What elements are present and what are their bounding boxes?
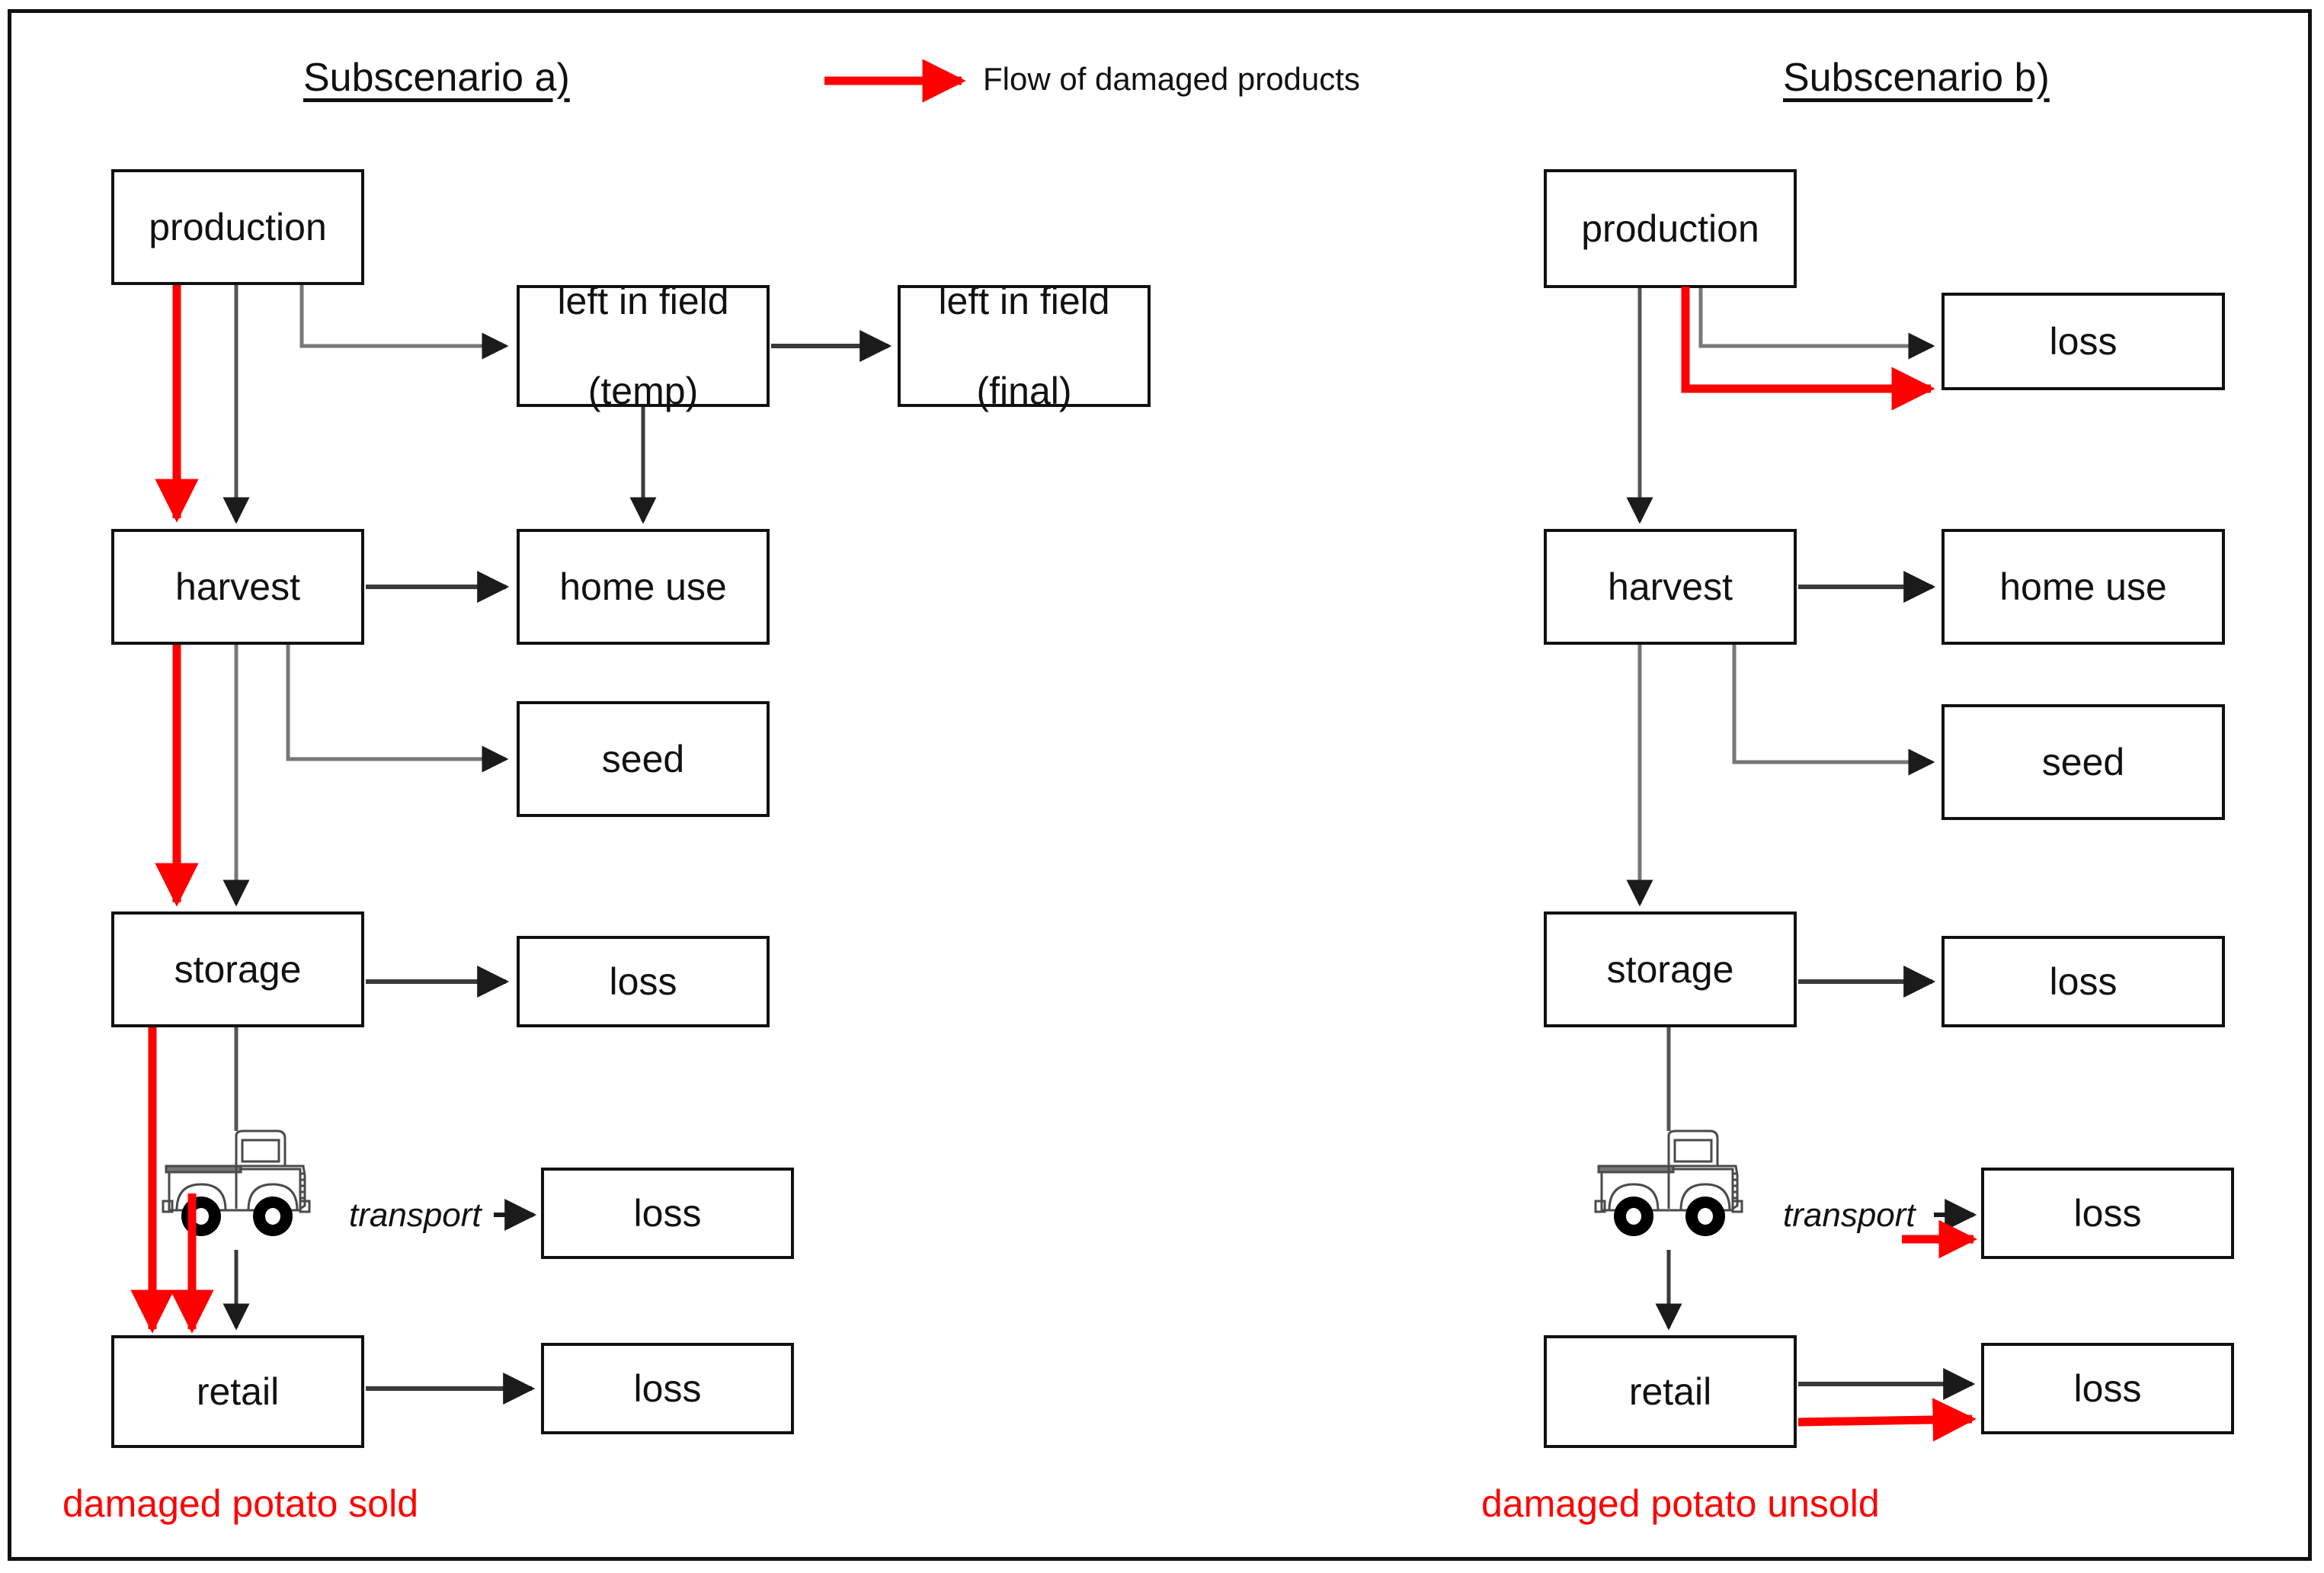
node-label: loss (2073, 1366, 2142, 1410)
node-label: storage (1606, 947, 1734, 991)
node-label: production (1581, 207, 1759, 250)
node-a-home-use[interactable]: home use (517, 529, 770, 645)
legend-label: Flow of damaged products (983, 61, 1360, 97)
node-label: retail (1628, 1370, 1712, 1413)
node-label: retail (196, 1370, 280, 1413)
node-a-left-in-field-temp[interactable]: left in field (temp) (517, 280, 770, 412)
node-b-retail[interactable]: retail (1544, 1335, 1797, 1448)
node-a-retail-loss[interactable]: loss (541, 1343, 794, 1434)
node-label: harvest (1608, 565, 1733, 608)
node-b-production[interactable]: production (1544, 169, 1797, 288)
node-a-retail[interactable]: retail (111, 1335, 364, 1448)
node-label-line1: left in field (557, 279, 729, 322)
node-label: loss (633, 1366, 702, 1410)
node-label: loss (609, 959, 677, 1003)
node-label-line1: left in field (938, 279, 1110, 322)
node-label: loss (2049, 959, 2118, 1003)
node-b-transport-loss[interactable]: loss (1981, 1168, 2234, 1259)
subscenario-b-title: Subscenario b) (1783, 56, 2050, 100)
node-label: loss (2073, 1191, 2142, 1235)
node-a-left-in-field-final[interactable]: left in field (final) (898, 280, 1151, 412)
node-label: harvest (175, 565, 300, 608)
b-caption-damaged-potato-unsold: damaged potato unsold (1481, 1482, 1880, 1525)
node-label: loss (2049, 319, 2118, 363)
node-a-storage-loss[interactable]: loss (517, 936, 770, 1027)
pickup-truck-icon (1583, 1126, 1751, 1248)
node-a-production[interactable]: production (111, 169, 364, 285)
node-b-storage-loss[interactable]: loss (1941, 936, 2225, 1027)
node-a-harvest[interactable]: harvest (111, 529, 364, 645)
node-label: seed (2041, 740, 2125, 783)
node-b-home-use[interactable]: home use (1941, 529, 2225, 645)
node-label-line2: (temp) (587, 369, 699, 412)
node-label: seed (601, 737, 685, 780)
node-b-storage[interactable]: storage (1544, 911, 1797, 1027)
a-caption-damaged-potato-sold: damaged potato sold (62, 1482, 419, 1525)
node-label: storage (174, 947, 302, 991)
node-a-transport-loss[interactable]: loss (541, 1168, 794, 1259)
node-label: home use (1999, 565, 2167, 608)
node-label: loss (633, 1191, 702, 1235)
pickup-truck-icon (151, 1126, 319, 1248)
subscenario-a-title: Subscenario a) (303, 56, 570, 100)
node-a-storage[interactable]: storage (111, 911, 364, 1027)
b-transport-label: transport (1783, 1197, 1916, 1234)
node-b-retail-loss[interactable]: loss (1981, 1343, 2234, 1434)
node-label-line2: (final) (976, 369, 1072, 412)
a-transport-label: transport (349, 1197, 482, 1234)
node-label: home use (559, 565, 727, 608)
node-a-seed[interactable]: seed (517, 701, 770, 817)
node-b-harvest[interactable]: harvest (1544, 529, 1797, 645)
node-label: production (149, 205, 327, 248)
diagram-frame (8, 9, 2312, 1561)
node-b-production-loss[interactable]: loss (1941, 293, 2225, 390)
node-b-seed[interactable]: seed (1941, 704, 2225, 820)
